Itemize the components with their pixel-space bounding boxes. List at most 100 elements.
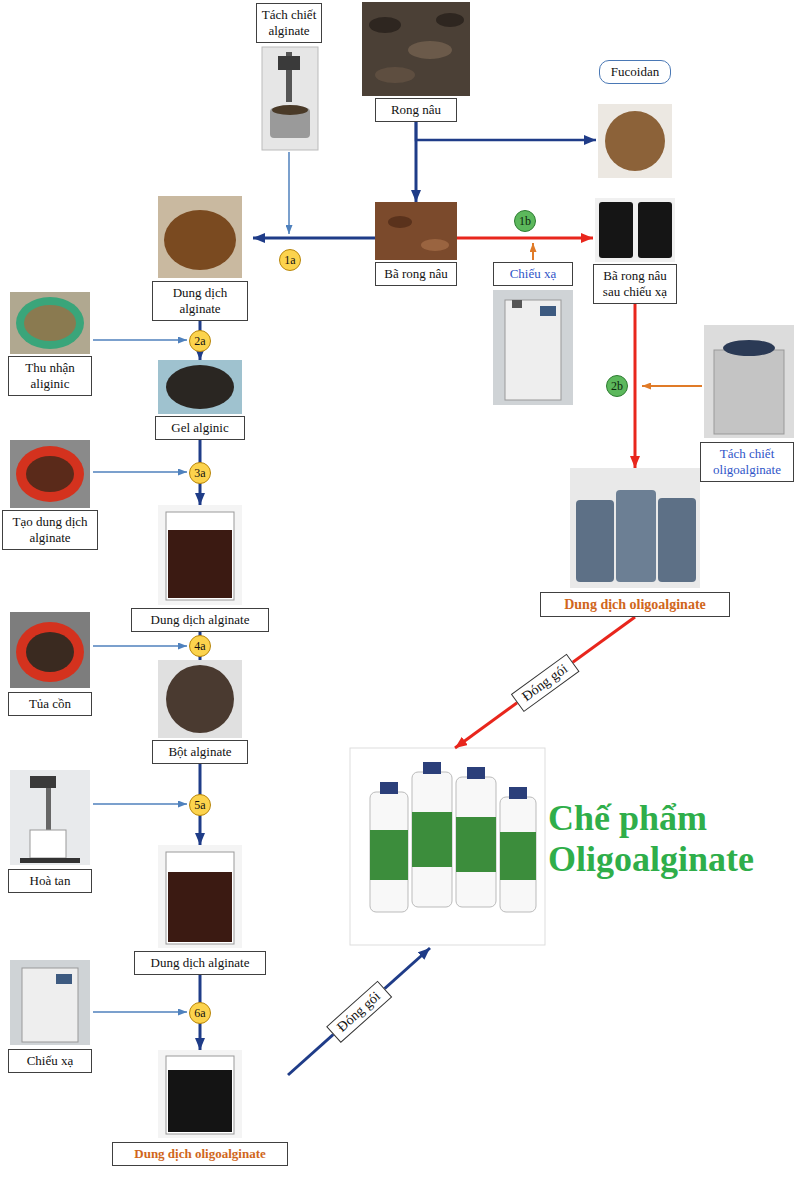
- process-caption: Thu nhận aliginic: [8, 356, 92, 396]
- material-photo: Bã rong nâu sau chiếu xạ: [593, 198, 677, 304]
- irradiator-panel: [56, 974, 72, 984]
- step-number: 6a: [189, 1002, 211, 1024]
- result-caption: Dung dịch oligoalginate: [540, 592, 730, 617]
- process-caption: Tách chiết oligoalginate: [700, 442, 794, 482]
- material-caption: Rong nâu: [375, 98, 457, 122]
- process-caption: Tách chiết alginate: [256, 3, 322, 43]
- bucket-content: [164, 210, 236, 270]
- bottle-cap: [423, 762, 441, 774]
- bottle-label: [370, 830, 408, 880]
- process-step: Tạo dung dịch alginate: [2, 440, 98, 550]
- step-number: 2b: [606, 375, 628, 397]
- process-caption: Chiếu xạ: [493, 262, 573, 286]
- bottle: [412, 772, 452, 907]
- photo-slot: [152, 360, 248, 414]
- seaweed-piece: [375, 67, 415, 83]
- photo-slot: [540, 468, 730, 588]
- photo-slot: [593, 198, 677, 262]
- photo-irradiator: [493, 290, 573, 405]
- bucket-content: [26, 456, 74, 492]
- bottle: [456, 777, 496, 907]
- process-caption: Tủa cồn: [8, 692, 92, 716]
- product-caption: Fucoidan: [599, 60, 671, 84]
- autoclave-body: [714, 350, 784, 434]
- bottle-label: [412, 812, 452, 867]
- bottle: [370, 792, 408, 912]
- material-caption: Dung dịch alginate: [134, 951, 266, 975]
- material-caption: Bã rong nâu sau chiếu xạ: [593, 264, 677, 304]
- result-photo: Dung dịch oligoalginate: [112, 1050, 288, 1166]
- flow-arrow: [634, 304, 637, 468]
- bucket: [16, 446, 84, 502]
- material-caption: Bã rong nâu: [375, 262, 457, 286]
- stirrer-head: [30, 776, 56, 788]
- product-photo: Fucoidan: [596, 60, 674, 178]
- process-step: Tách chiết alginate: [256, 3, 322, 150]
- autoclave-lid: [723, 340, 775, 356]
- photo-bucket: [10, 440, 90, 508]
- process-step: Thu nhận aliginic: [8, 292, 92, 396]
- irradiator-top: [512, 300, 522, 308]
- step-number: 5a: [189, 794, 211, 816]
- flow-arrow: [455, 617, 635, 748]
- photo-seaweed: [362, 2, 470, 96]
- product-photo: Chế phẩm Oligoalginate: [350, 748, 790, 948]
- photo-slot: [596, 104, 674, 178]
- photo-slot: [134, 845, 266, 948]
- process-arrow: [288, 152, 290, 234]
- product-title: Chế phẩm Oligoalginate: [548, 798, 788, 881]
- step-number: 4a: [189, 635, 211, 657]
- photo-bags: [595, 198, 675, 262]
- flow-arrow: [416, 122, 596, 140]
- photo-fucoidan: [598, 104, 672, 178]
- process-step: Chiếu xạ: [8, 960, 92, 1073]
- gel: [166, 365, 234, 409]
- beaker: [166, 512, 234, 600]
- photo-slot: [362, 2, 470, 96]
- bottle-cap: [467, 767, 485, 779]
- residue-grain: [421, 239, 449, 251]
- bag: [599, 202, 633, 258]
- step-number: 3a: [189, 462, 211, 484]
- photo-stirrer: [10, 770, 90, 865]
- irradiator-body: [505, 300, 561, 400]
- flow-arrow: [253, 237, 375, 240]
- photo-beaker: [158, 1050, 242, 1138]
- stand-base: [20, 858, 80, 863]
- bucket: [16, 297, 84, 349]
- powder: [166, 665, 234, 733]
- process-caption: Chiếu xạ: [8, 1049, 92, 1073]
- beaker: [166, 852, 234, 944]
- photo-powder: [158, 660, 242, 738]
- fucoidan-powder: [605, 111, 665, 171]
- photo-jerrycans: [570, 468, 700, 588]
- photo-slot: [8, 292, 92, 354]
- photo-slot: [375, 202, 457, 260]
- bottle: [500, 797, 536, 912]
- beaker: [30, 830, 66, 858]
- process-arrow: [93, 471, 187, 473]
- process-step: Hoà tan: [8, 770, 92, 893]
- material-photo: Gel alginic: [152, 360, 248, 440]
- step-number: 2a: [189, 330, 211, 352]
- photo-residue: [375, 202, 457, 260]
- process-step: Tách chiết oligoalginate: [700, 325, 794, 482]
- photo-beaker: [158, 505, 242, 605]
- bucket: [16, 622, 84, 682]
- process-step: Chiếu xạ: [493, 262, 573, 405]
- process-caption: Tạo dung dịch alginate: [2, 510, 98, 550]
- bucket-content: [24, 305, 76, 341]
- edge-label: Đóng gói: [511, 653, 579, 711]
- seaweed-piece: [436, 13, 464, 27]
- material-photo: Bột alginate: [152, 660, 248, 764]
- bottle-label: [456, 817, 496, 872]
- photo-slot: [152, 660, 248, 738]
- material-caption: Gel alginic: [155, 416, 245, 440]
- process-caption: Hoà tan: [8, 869, 92, 893]
- material-photo: Dung dịch alginate: [134, 845, 266, 975]
- photo-slot: [700, 325, 794, 438]
- photo-bucket: [10, 292, 90, 354]
- material-caption: Bột alginate: [152, 740, 248, 764]
- photo-bucket: [10, 612, 90, 688]
